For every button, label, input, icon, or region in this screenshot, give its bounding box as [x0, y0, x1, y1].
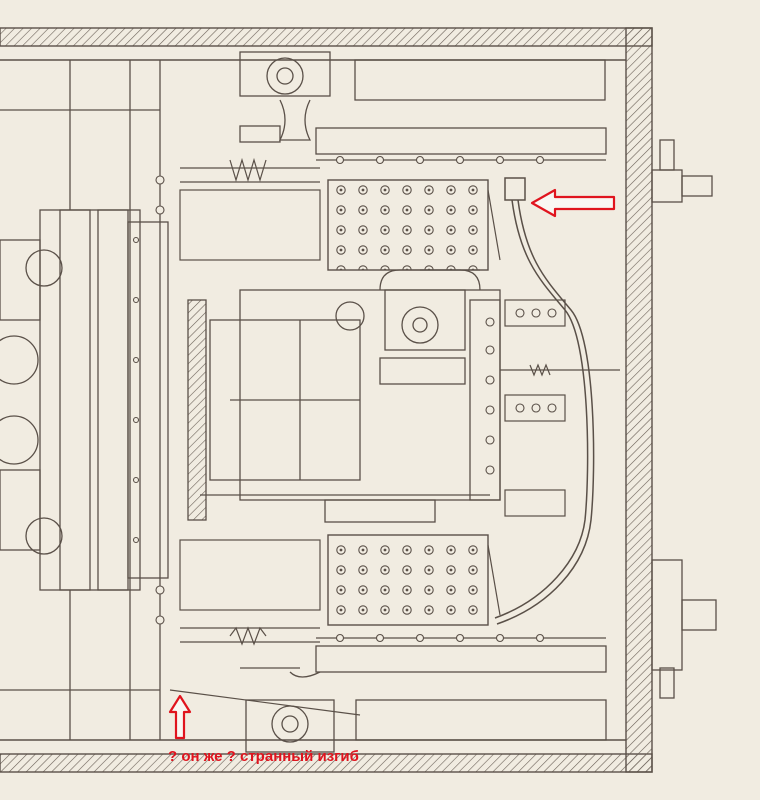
top-assembly	[239, 51, 607, 161]
engine-block	[0, 60, 169, 740]
bolts	[132, 155, 557, 643]
red-arrow-right	[530, 188, 616, 218]
annotation-caption: ? он же ? странный изгиб	[168, 748, 359, 765]
curved-pipe	[494, 177, 595, 625]
radiator-lower	[327, 534, 501, 626]
linkages	[169, 157, 620, 716]
gearbox	[187, 269, 501, 523]
red-arrow-up	[168, 694, 192, 740]
radiator-upper	[327, 179, 501, 271]
bottom-assembly	[245, 637, 607, 753]
hull-frame	[0, 27, 653, 773]
right-side-fittings	[651, 139, 717, 699]
